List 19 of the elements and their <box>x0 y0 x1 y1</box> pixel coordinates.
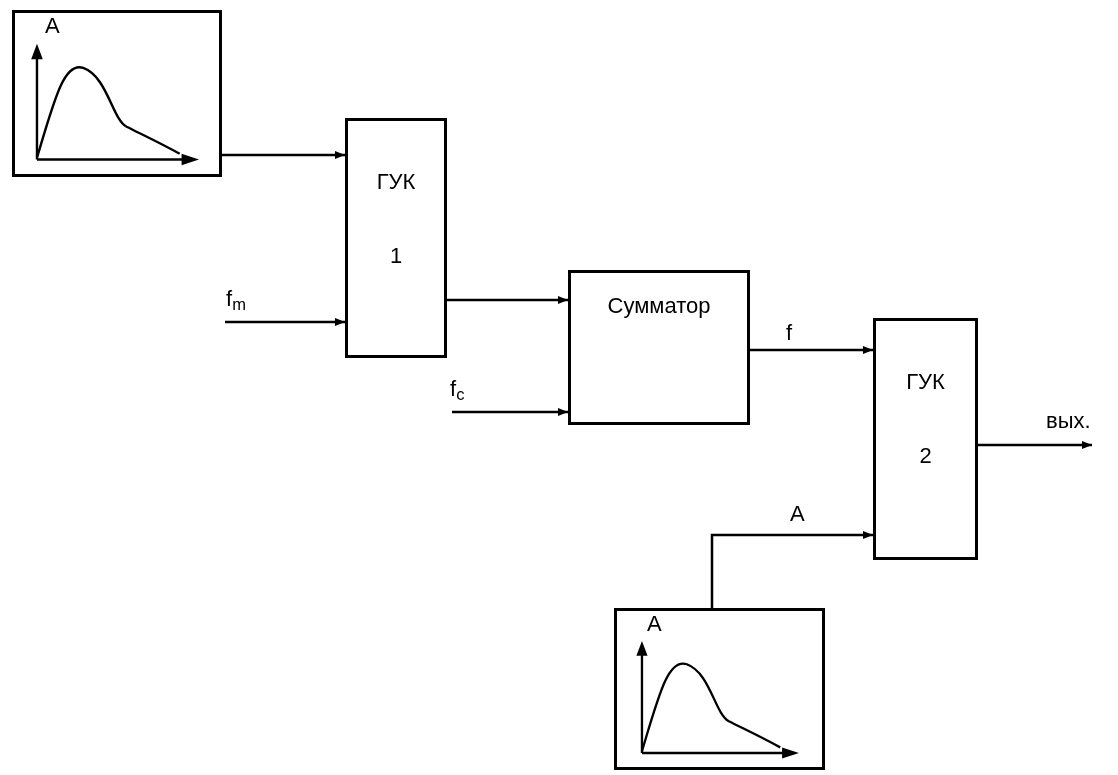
edge-label: f$_{c}$ <box>450 378 465 400</box>
arrow <box>452 408 568 416</box>
arrow <box>710 531 873 608</box>
arrow <box>225 318 345 326</box>
block-label: ГУК <box>906 371 945 393</box>
edge-label: f$_{m}$ <box>226 288 246 310</box>
block-box <box>568 270 750 425</box>
block-label: ГУК <box>376 171 416 193</box>
block-box <box>873 318 978 560</box>
block-label: Сумматор <box>607 295 711 317</box>
arrow <box>447 296 568 304</box>
arrow <box>750 346 873 354</box>
arrow <box>222 151 345 159</box>
axis-label: A <box>647 613 662 635</box>
block-box <box>345 118 447 358</box>
arrow <box>978 441 1092 449</box>
block-label: 2 <box>919 445 932 467</box>
block-label: 1 <box>389 245 403 267</box>
axis-label: A <box>45 15 60 37</box>
